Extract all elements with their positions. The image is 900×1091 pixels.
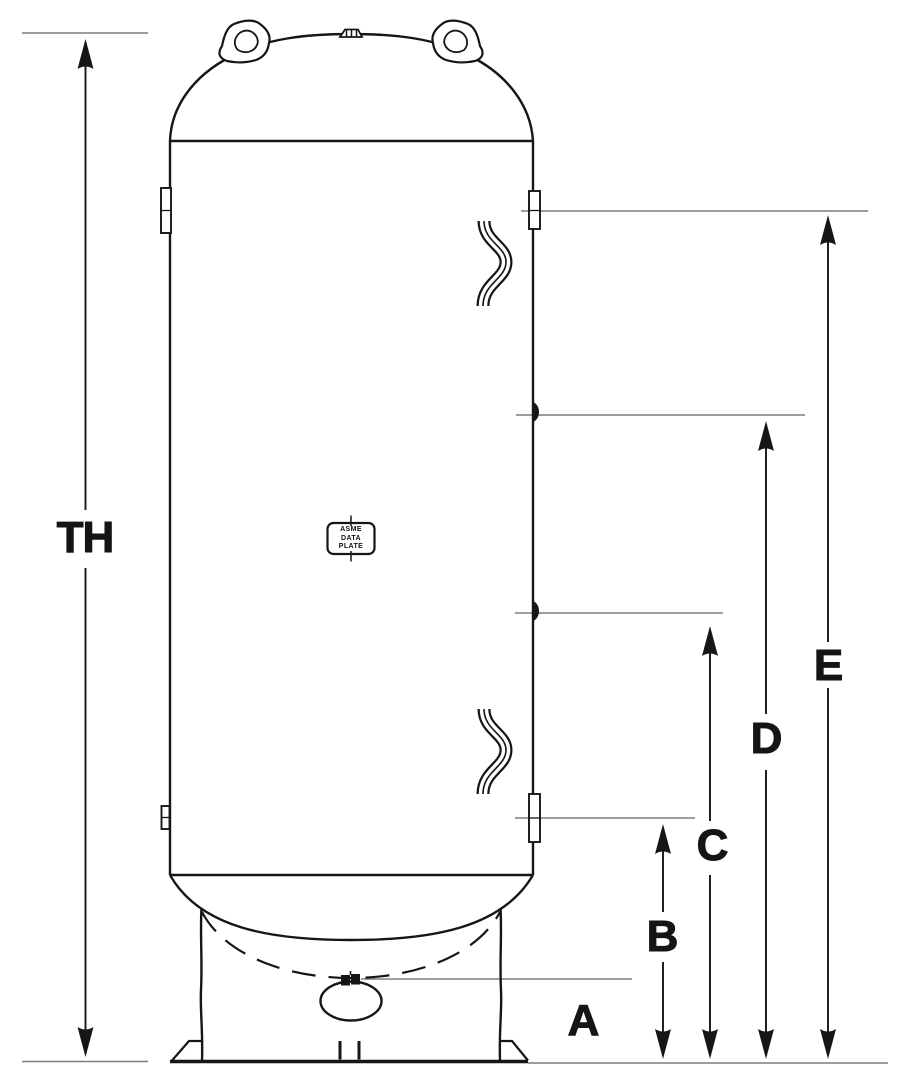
nameplate-line-2: DATA xyxy=(340,534,361,542)
coupling-left-lower xyxy=(160,805,171,830)
coupling-right-lower xyxy=(528,793,541,843)
dim-label-a: A xyxy=(567,996,600,1045)
nameplate-text: ASME DATA PLATE xyxy=(328,524,374,554)
dim-label-e: E xyxy=(813,641,843,690)
bottom-head xyxy=(168,874,535,942)
arrowhead-down xyxy=(758,1029,774,1059)
skirt-right-foot xyxy=(499,1039,529,1062)
dim-th xyxy=(77,39,94,1057)
couplings xyxy=(160,187,541,843)
arrowhead-up xyxy=(820,215,836,245)
bottom-head-hidden-line xyxy=(201,911,501,979)
coupling-left-upper xyxy=(160,187,172,234)
arrowhead-down xyxy=(702,1029,718,1059)
skirt-right-wall xyxy=(498,907,503,1063)
coupling-right-upper xyxy=(528,190,541,230)
dim-e xyxy=(820,215,836,1059)
handhole-lower xyxy=(476,708,513,795)
skirt-left-wall xyxy=(199,907,204,1063)
dim-b xyxy=(655,824,671,1059)
lifting-lug-left xyxy=(218,19,271,64)
skirt-notch xyxy=(338,1041,361,1060)
arrowhead-up xyxy=(77,39,94,69)
lug-hole xyxy=(233,29,259,54)
drain-fitting xyxy=(341,971,360,986)
dim-label-b: B xyxy=(646,912,679,961)
arrowhead-down xyxy=(77,1027,94,1057)
skirt-left-foot xyxy=(171,1039,202,1062)
arrowhead-up xyxy=(758,421,774,451)
arrowhead-up xyxy=(702,626,718,656)
nameplate-line-1: ASME xyxy=(340,526,362,534)
nameplate xyxy=(326,515,376,562)
dim-label-d: D xyxy=(750,714,783,763)
port-d-stub xyxy=(533,402,539,422)
reference-lines xyxy=(22,32,888,1064)
dim-d xyxy=(758,421,774,1059)
lifting-lug-right xyxy=(431,19,484,64)
dim-label-c: C xyxy=(696,821,729,870)
skirt-access-opening xyxy=(319,980,383,1022)
lug-hole xyxy=(443,29,469,54)
arrowhead-down xyxy=(655,1029,671,1059)
nameplate-line-3: PLATE xyxy=(338,543,364,551)
handhole-upper xyxy=(476,220,513,307)
dim-c xyxy=(702,626,718,1059)
arrowhead-down xyxy=(820,1029,836,1059)
arrowhead-up xyxy=(655,824,671,854)
dimension-lines xyxy=(77,39,836,1059)
top-fitting xyxy=(338,28,364,38)
dim-label-th: TH xyxy=(56,513,115,562)
port-c-stub xyxy=(533,601,539,621)
